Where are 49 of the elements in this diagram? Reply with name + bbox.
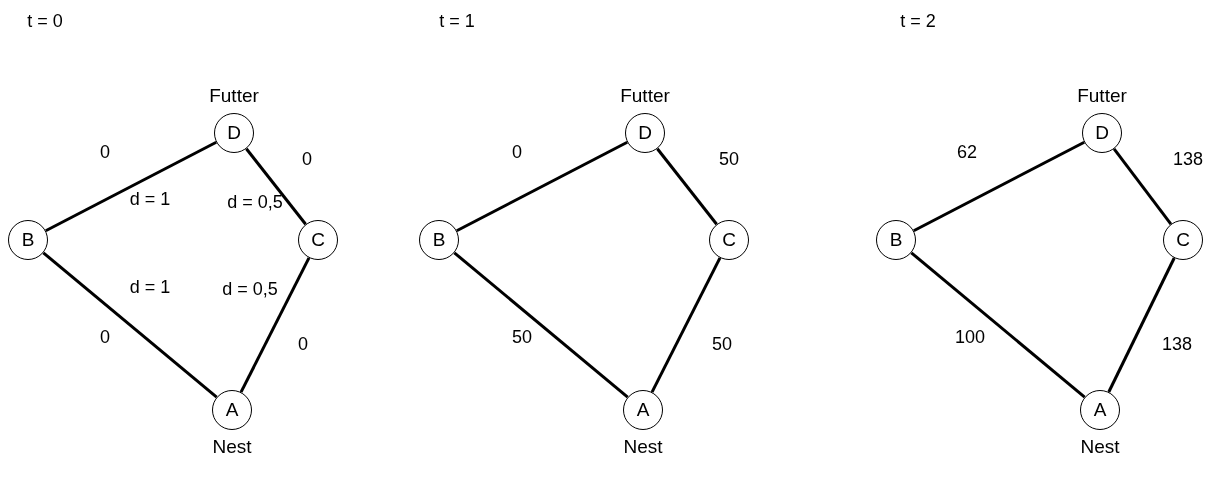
- edge-label: 62: [957, 143, 977, 163]
- connector-line: [245, 147, 307, 226]
- annotation-text: t = 2: [900, 12, 936, 32]
- connector-line: [239, 257, 311, 393]
- edge-label: 0: [298, 335, 308, 355]
- connector-line: [45, 140, 217, 233]
- annotation-text: t = 1: [439, 12, 475, 32]
- circle-node: B: [8, 220, 48, 260]
- edge-label: 138: [1173, 150, 1203, 170]
- node-caption: Futter: [209, 85, 259, 107]
- annotation-text: d = 1: [129, 278, 171, 298]
- connector-line: [453, 251, 629, 399]
- circle-node: B: [876, 220, 916, 260]
- annotation-text: d = 0,5: [222, 280, 278, 300]
- connector-line: [1107, 257, 1176, 393]
- edge-label: 138: [1162, 335, 1192, 355]
- node-caption: Nest: [1080, 436, 1120, 458]
- edge-label: 0: [100, 143, 110, 163]
- circle-node: A: [212, 390, 252, 430]
- node-caption: Nest: [623, 436, 663, 458]
- annotation-text: d = 0,5: [227, 193, 283, 213]
- annotation-text: d = 1: [129, 190, 171, 210]
- edge-label: 0: [100, 328, 110, 348]
- connector-line: [1112, 148, 1173, 225]
- connector-line: [656, 147, 718, 226]
- connector-line: [456, 140, 628, 233]
- circle-node: B: [419, 220, 459, 260]
- edge-label: 100: [955, 328, 985, 348]
- connector-line: [913, 140, 1085, 233]
- connector-line: [650, 257, 722, 393]
- edge-label: 50: [512, 328, 532, 348]
- connector-line: [42, 251, 218, 399]
- circle-node: C: [1163, 220, 1203, 260]
- circle-node: C: [709, 220, 749, 260]
- circle-node: D: [625, 113, 665, 153]
- circle-node: C: [298, 220, 338, 260]
- node-caption: Nest: [212, 436, 252, 458]
- annotation-text: t = 0: [27, 12, 63, 32]
- node-caption: Futter: [620, 85, 670, 107]
- connector-line: [910, 251, 1086, 399]
- edge-label: 50: [712, 335, 732, 355]
- circle-node: D: [1082, 113, 1122, 153]
- circle-node: A: [1080, 390, 1120, 430]
- edge-label: 50: [719, 150, 739, 170]
- circle-node: A: [623, 390, 663, 430]
- circle-node: D: [214, 113, 254, 153]
- edge-label: 0: [512, 143, 522, 163]
- edge-label: 0: [302, 150, 312, 170]
- node-caption: Futter: [1077, 85, 1127, 107]
